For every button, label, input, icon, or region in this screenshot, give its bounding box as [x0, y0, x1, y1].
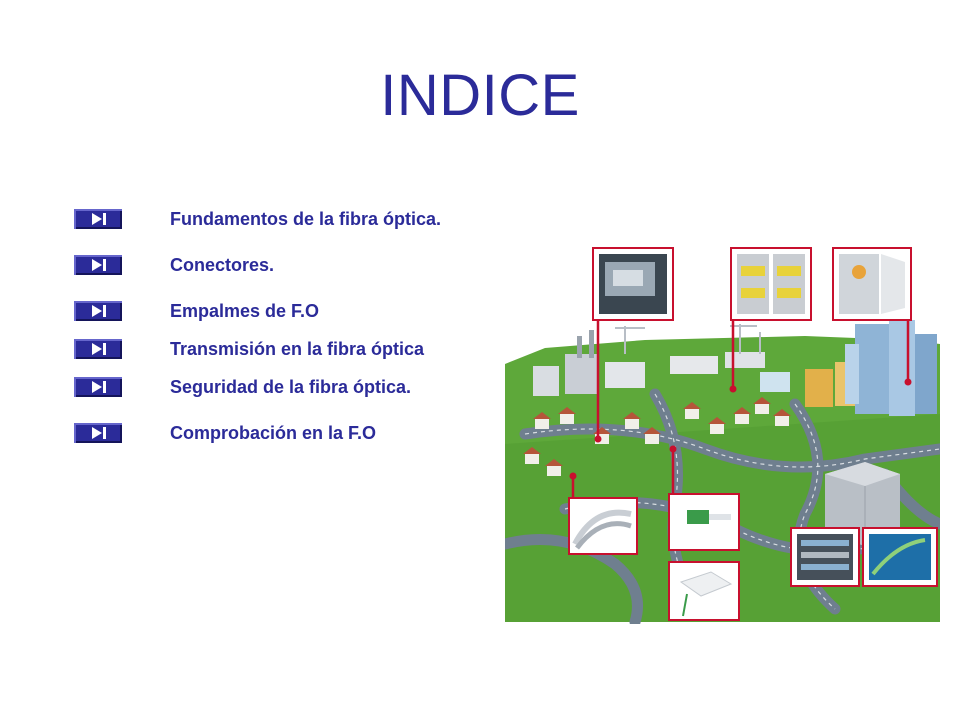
next-track-icon — [92, 427, 106, 439]
next-track-icon — [92, 259, 106, 271]
menu-item-fundamentos[interactable]: Fundamentos de la fibra óptica. — [74, 206, 441, 232]
menu-item-label[interactable]: Fundamentos de la fibra óptica. — [170, 208, 442, 229]
nav-button[interactable] — [74, 255, 122, 275]
nav-button[interactable] — [74, 339, 122, 359]
menu-item-label[interactable]: Seguridad de la fibra óptica. — [170, 376, 412, 397]
callout-photo-patch-panel — [790, 527, 860, 587]
menu-item-label[interactable]: Comprobación en la F.O — [170, 422, 377, 443]
next-track-icon — [92, 343, 106, 355]
callout-photo-wall-outlet — [668, 561, 740, 621]
city-skyline — [760, 320, 937, 416]
industrial-buildings — [533, 330, 765, 396]
next-track-icon — [92, 213, 106, 225]
callout-lines — [571, 304, 910, 499]
callout-photo-splice — [862, 527, 938, 587]
menu-item-label[interactable]: Empalmes de F.O — [170, 300, 320, 321]
callout-photo-cabinet — [832, 247, 912, 321]
callout-photo-rack — [730, 247, 812, 321]
callout-photo-enclosure — [592, 247, 674, 321]
menu-item-seguridad[interactable]: Seguridad de la fibra óptica. — [74, 374, 411, 400]
callout-photo-cable — [568, 497, 638, 555]
construction-cranes — [615, 324, 761, 354]
menu-item-empalmes[interactable]: Empalmes de F.O — [74, 298, 319, 324]
callout-photo-connector — [668, 493, 740, 551]
next-track-icon — [92, 381, 106, 393]
nav-button[interactable] — [74, 301, 122, 321]
nav-button[interactable] — [74, 377, 122, 397]
menu-item-conectores[interactable]: Conectores. — [74, 252, 274, 278]
office-building — [825, 462, 900, 546]
callout-dots — [569, 378, 912, 480]
menu-item-label[interactable]: Transmisión en la fibra óptica — [170, 338, 425, 359]
menu-item-transmision[interactable]: Transmisión en la fibra óptica — [74, 336, 424, 362]
menu-item-comprobacion[interactable]: Comprobación en la F.O — [74, 420, 376, 446]
slide-title: INDICE — [380, 63, 580, 128]
menu-item-label[interactable]: Conectores. — [170, 254, 275, 275]
nav-button[interactable] — [74, 423, 122, 443]
nav-button[interactable] — [74, 209, 122, 229]
fiber-network-city-illustration — [505, 244, 940, 624]
next-track-icon — [92, 305, 106, 317]
